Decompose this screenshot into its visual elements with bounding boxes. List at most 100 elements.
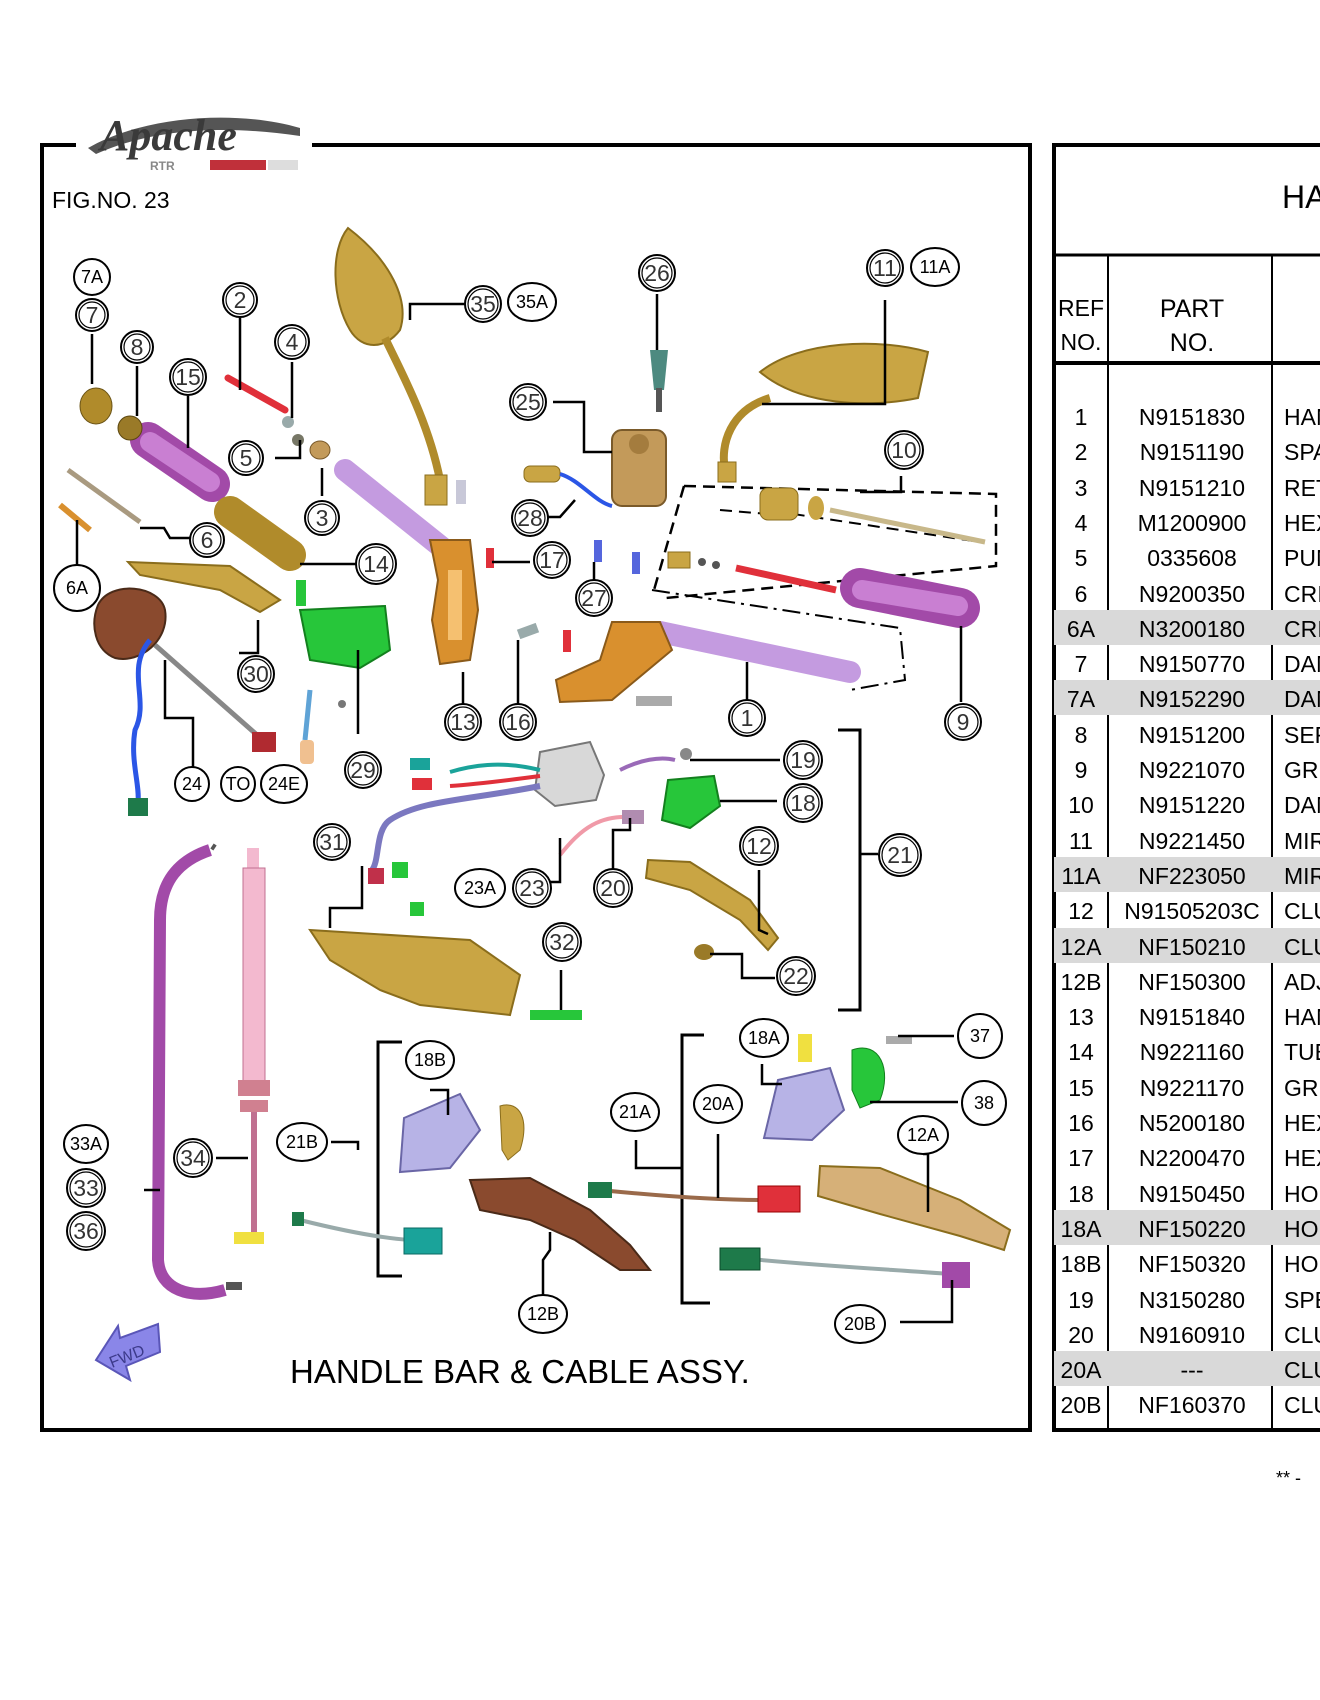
table-row: 12N91505203CCLU — [1054, 892, 1320, 927]
table-row: 13N9151840HAN — [1054, 998, 1320, 1033]
callout-label: 27 — [581, 585, 607, 611]
callout-30: 30 — [237, 655, 275, 693]
bolt-17 — [486, 548, 494, 568]
callout-label: 18B — [414, 1050, 446, 1070]
callout-label: 30 — [243, 661, 269, 687]
callout-23a: 23A — [454, 868, 506, 908]
description-cell: DAM — [1284, 651, 1320, 678]
part-no-cell: N9152290 — [1138, 686, 1246, 713]
callout-label: 11A — [920, 257, 951, 277]
rod-6 — [66, 467, 142, 525]
lever-12b — [468, 1176, 653, 1271]
apache-logo: Apache RTR — [76, 108, 312, 178]
table-row: 12ANF150210CLU — [1054, 927, 1320, 963]
table-row: 20A---CLU — [1054, 1351, 1320, 1387]
holder-18a — [762, 1066, 846, 1142]
callout-label: 19 — [790, 747, 816, 773]
cable-20a — [599, 1188, 761, 1202]
callout-31: 31 — [313, 823, 351, 861]
ref-cell: 7A — [1066, 686, 1096, 713]
callout-label: 18 — [790, 790, 816, 816]
callout-2: 2 — [222, 282, 258, 318]
callout-34: 34 — [173, 1138, 213, 1178]
callout-label: 16 — [505, 709, 531, 735]
spacer-rod — [224, 374, 289, 414]
callout-35: 35 — [464, 285, 502, 323]
callout-label: 26 — [644, 260, 670, 286]
screw-27 — [594, 540, 602, 562]
description-cell: GRI — [1284, 757, 1320, 783]
part-no-cell: N9151210 — [1138, 474, 1246, 501]
callout-label: 23 — [519, 875, 545, 901]
callout-20a: 20A — [693, 1084, 743, 1124]
damper-7 — [79, 387, 113, 425]
callout-36: 36 — [66, 1211, 106, 1251]
handlebar-clamp-left — [428, 539, 480, 666]
callout-label: 12 — [746, 833, 772, 859]
callout-33: 33 — [66, 1168, 106, 1208]
part-38 — [851, 1047, 886, 1109]
switch-20a — [757, 1185, 801, 1213]
switch-23 — [368, 740, 606, 884]
part-no-cell: N9150450 — [1138, 1180, 1246, 1207]
table-row: 16N5200180HEX — [1054, 1104, 1320, 1139]
callout-label: 17 — [539, 547, 565, 573]
handlebar-left-tube — [334, 459, 456, 561]
holder-18 — [660, 774, 722, 830]
description-cell: HEX — [1284, 509, 1320, 536]
throttle-housing — [523, 429, 667, 508]
callout-16: 16 — [499, 703, 537, 741]
callout-label: 1 — [741, 705, 754, 731]
description-cell: TUB — [1284, 1039, 1320, 1066]
callout-22: 22 — [776, 956, 816, 996]
part-no-cell: N9221450 — [1138, 827, 1246, 854]
fwd-arrow: FWD — [94, 1322, 162, 1383]
description-cell: CRI — [1284, 615, 1320, 642]
ref-cell: 12 — [1068, 898, 1094, 925]
description-cell: DAM — [1284, 686, 1320, 713]
part-no-cell: N5200180 — [1138, 1110, 1246, 1136]
callout-10: 10 — [884, 430, 924, 470]
ref-cell: 18A — [1060, 1215, 1102, 1242]
description-cell: HEX — [1284, 1110, 1320, 1136]
ref-cell: 18 — [1068, 1180, 1094, 1207]
callout-17: 17 — [533, 541, 571, 579]
description-cell: CLU — [1284, 933, 1320, 960]
table-row: 20BNF160370CLU — [1054, 1386, 1320, 1421]
callout-label: 35 — [470, 291, 496, 317]
table-row: 9N9221070GRI — [1054, 751, 1320, 786]
ref-cell: 18B — [1060, 1251, 1102, 1278]
part-no-cell: N9160910 — [1138, 1321, 1246, 1348]
ref-cell: 9 — [1074, 757, 1088, 783]
callout-to: TO — [220, 766, 256, 802]
pin-5 — [292, 434, 304, 446]
rod-6a — [58, 502, 92, 533]
table-row: 20N9160910CLU — [1054, 1316, 1320, 1351]
ref-cell: 12B — [1060, 968, 1102, 995]
callout-38: 38 — [961, 1080, 1007, 1126]
ref-cell: 13 — [1068, 1004, 1094, 1031]
screw-red — [563, 630, 571, 652]
part-no-cell: N9151830 — [1138, 404, 1246, 430]
callout-20b: 20B — [834, 1304, 886, 1344]
ref-cell: 5 — [1074, 545, 1088, 572]
part-no-cell: N9151200 — [1138, 721, 1246, 748]
callout-label: 18A — [748, 1028, 780, 1048]
callout-label: 31 — [319, 829, 345, 855]
table-row: 4M1200900HEX — [1054, 504, 1320, 539]
fig-number: FIG.NO. 23 — [52, 187, 170, 213]
callout-label: 20 — [600, 875, 626, 901]
part-no-cell: N9151190 — [1139, 439, 1245, 466]
description-cell: DAM — [1284, 792, 1320, 819]
part-22 — [694, 944, 714, 960]
part-no-cell: NF150220 — [1138, 1215, 1246, 1242]
switch-24 — [93, 587, 276, 816]
callout-9: 9 — [944, 703, 982, 741]
part-no-cell: M1200900 — [1137, 509, 1247, 536]
callout-label: TO — [226, 774, 251, 794]
callout-label: 24E — [268, 774, 300, 794]
callout-label: 21 — [887, 842, 913, 868]
table-header: HA REF NO. PART NO. — [1054, 143, 1320, 363]
